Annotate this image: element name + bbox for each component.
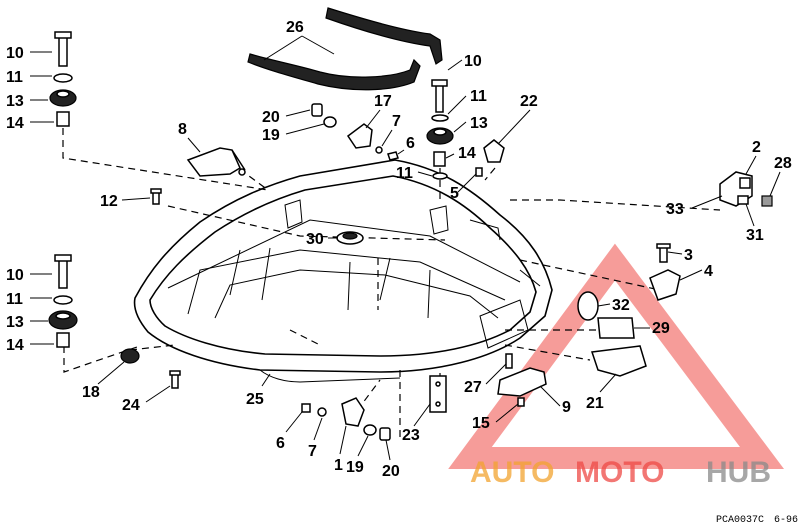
callout-1: 1 (334, 457, 343, 474)
callout-26: 26 (286, 19, 304, 36)
callout-11b: 11 (470, 88, 487, 105)
grommet-stack-center (426, 79, 454, 180)
callout-11a: 11 (6, 69, 23, 86)
callout-18: 18 (82, 384, 100, 401)
callout-20a: 20 (262, 109, 280, 126)
callout-12: 12 (100, 193, 118, 210)
grommet-stack-left-top (49, 31, 77, 127)
fitting-assembly-2 (719, 171, 773, 207)
callout-22: 22 (520, 93, 538, 110)
callout-13a: 13 (6, 93, 24, 110)
clip-17 (346, 123, 399, 161)
screw-5 (475, 167, 483, 177)
callout-10b: 10 (464, 53, 482, 70)
callout-14b: 14 (458, 145, 476, 162)
assembly-leaders (62, 128, 721, 438)
svg-text:MOTO: MOTO (575, 456, 664, 489)
bracket-1-stack (301, 397, 391, 441)
callout-21: 21 (586, 395, 604, 412)
screw-24 (169, 370, 181, 389)
callout-8: 8 (178, 121, 187, 138)
grommet-30 (336, 231, 364, 245)
svg-text:HUB: HUB (706, 456, 771, 489)
callout-19a: 19 (262, 127, 280, 144)
watermark-text: AUTO MOTO HUB (470, 456, 771, 489)
svg-text:AUTO: AUTO (470, 456, 554, 489)
pad-21 (590, 345, 647, 377)
callout-27: 27 (464, 379, 482, 396)
clamp-22 (483, 139, 505, 163)
callout-20b: 20 (382, 463, 400, 480)
grommet-18 (120, 348, 140, 364)
callout-25: 25 (246, 391, 264, 408)
svg-text:6-96: 6-96 (774, 515, 798, 526)
callout-14c: 14 (6, 337, 24, 354)
seal-26 (247, 7, 443, 91)
washers-20-19-top (311, 103, 337, 128)
callout-14a: 14 (6, 115, 24, 132)
bracket-9 (497, 353, 547, 407)
plate-23 (429, 375, 447, 413)
callout-17: 17 (374, 93, 392, 110)
figure-code: PCA0037C 6-96 (716, 515, 798, 526)
tube-29 (597, 317, 635, 339)
callout-33: 33 (666, 201, 684, 218)
callout-15: 15 (472, 415, 490, 432)
callout-29: 29 (652, 320, 670, 337)
callout-32: 32 (612, 297, 630, 314)
callout-9: 9 (562, 399, 571, 416)
callout-7b: 7 (308, 443, 317, 460)
bracket-4 (649, 243, 681, 301)
callout-6b: 6 (276, 435, 285, 452)
callout-11c: 11 (6, 291, 23, 308)
callout-5: 5 (450, 185, 459, 202)
bracket-8 (186, 147, 246, 177)
clip-32 (577, 291, 599, 321)
screw-12 (150, 188, 162, 205)
callout-13b: 13 (470, 115, 488, 132)
callout-4: 4 (704, 263, 713, 280)
callout-13c: 13 (6, 314, 24, 331)
callout-labels: 26 10 11 13 14 10 11 13 14 10 11 13 14 8… (6, 19, 792, 480)
callout-30: 30 (306, 231, 324, 248)
callout-19b: 19 (346, 459, 364, 476)
callout-31: 31 (746, 227, 764, 244)
callout-10c: 10 (6, 267, 24, 284)
callout-23: 23 (402, 427, 420, 444)
lower-cowl-outline (133, 159, 553, 383)
callout-10a: 10 (6, 45, 24, 62)
callout-28: 28 (774, 155, 792, 172)
grommet-stack-left-bottom (48, 254, 78, 348)
callout-6a: 6 (406, 135, 415, 152)
callout-2: 2 (752, 139, 761, 156)
callout-11d: 11 (396, 165, 413, 182)
watermark-logo (448, 243, 784, 469)
svg-text:PCA0037C: PCA0037C (716, 515, 764, 526)
callout-7a: 7 (392, 113, 401, 130)
callout-3: 3 (684, 247, 693, 264)
callout-24: 24 (122, 397, 140, 414)
